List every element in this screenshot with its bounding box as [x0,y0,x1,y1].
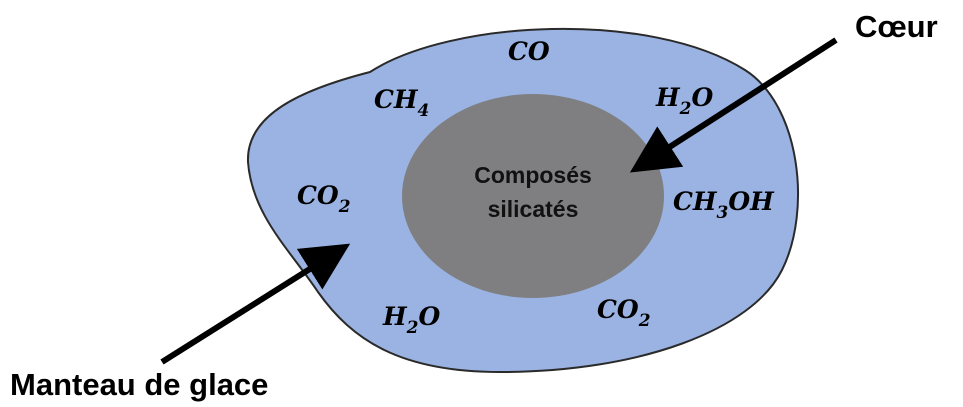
molecule-ch4: CH4 [374,85,429,121]
molecule-co2-bottom: CO2 [597,295,651,331]
molecule-co2-left: CO2 [297,181,351,217]
core-text-line2: silicatés [488,196,579,222]
molecule-h2o-bottom: H2O [382,302,440,338]
molecule-co: CO [508,37,550,66]
arrow-to-core [629,37,838,173]
core-text-line1: Composés [474,162,592,188]
silicate-core-shape [402,94,664,298]
label-coeur: Cœur [855,9,938,44]
arrow-to-mantle [160,243,351,365]
molecule-ch3oh: CH3OH [673,187,775,223]
label-manteau: Manteau de glace [10,367,268,402]
molecule-h2o-top: H2O [655,83,713,119]
